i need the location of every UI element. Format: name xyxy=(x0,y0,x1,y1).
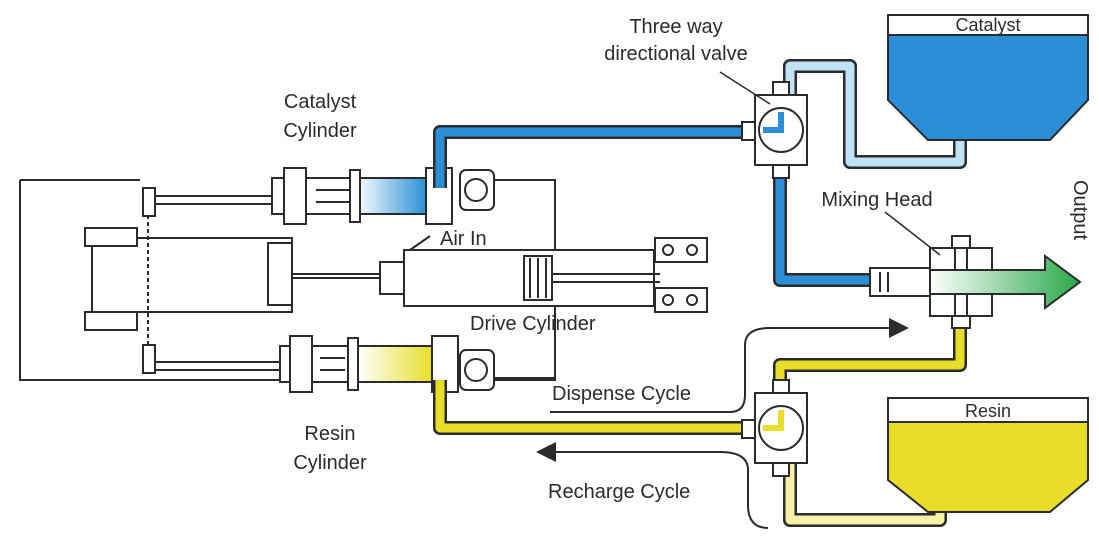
three-way-valve-label-2: directional valve xyxy=(604,43,747,65)
recharge-cycle-label: Recharge Cycle xyxy=(548,481,690,503)
output-label: Output xyxy=(1069,180,1091,240)
drive-cylinder-label: Drive Cylinder xyxy=(470,313,596,335)
three-way-valve-label-1: Three way xyxy=(629,16,722,38)
catalyst-cylinder xyxy=(155,167,495,225)
resin-cylinder-label-1: Resin xyxy=(304,423,355,445)
resin-tank-label: Resin xyxy=(965,401,1011,421)
resin-cylinder-label-2: Cylinder xyxy=(293,452,367,474)
drive-cylinder xyxy=(379,235,708,313)
catalyst-cylinder-label-2: Cylinder xyxy=(283,120,357,142)
drive-yoke xyxy=(84,187,400,374)
resin-three-way-valve xyxy=(741,379,808,477)
catalyst-lines xyxy=(433,59,967,287)
label-leaders xyxy=(719,71,941,256)
catalyst-tank-label: Catalyst xyxy=(955,15,1020,35)
catalyst-cylinder-label-1: Catalyst xyxy=(284,91,357,113)
air-in-label: Air In xyxy=(440,228,487,250)
cycle-arrows xyxy=(536,318,909,529)
catalyst-tank: Catalyst xyxy=(887,14,1089,141)
resin-cylinder xyxy=(155,335,495,393)
output-arrow xyxy=(929,254,1082,310)
catalyst-three-way-valve xyxy=(741,81,808,179)
resin-tank: Resin xyxy=(887,397,1089,513)
resin-lines xyxy=(433,320,967,527)
dispense-cycle-label: Dispense Cycle xyxy=(552,383,691,405)
mixing-head-label: Mixing Head xyxy=(821,189,932,211)
